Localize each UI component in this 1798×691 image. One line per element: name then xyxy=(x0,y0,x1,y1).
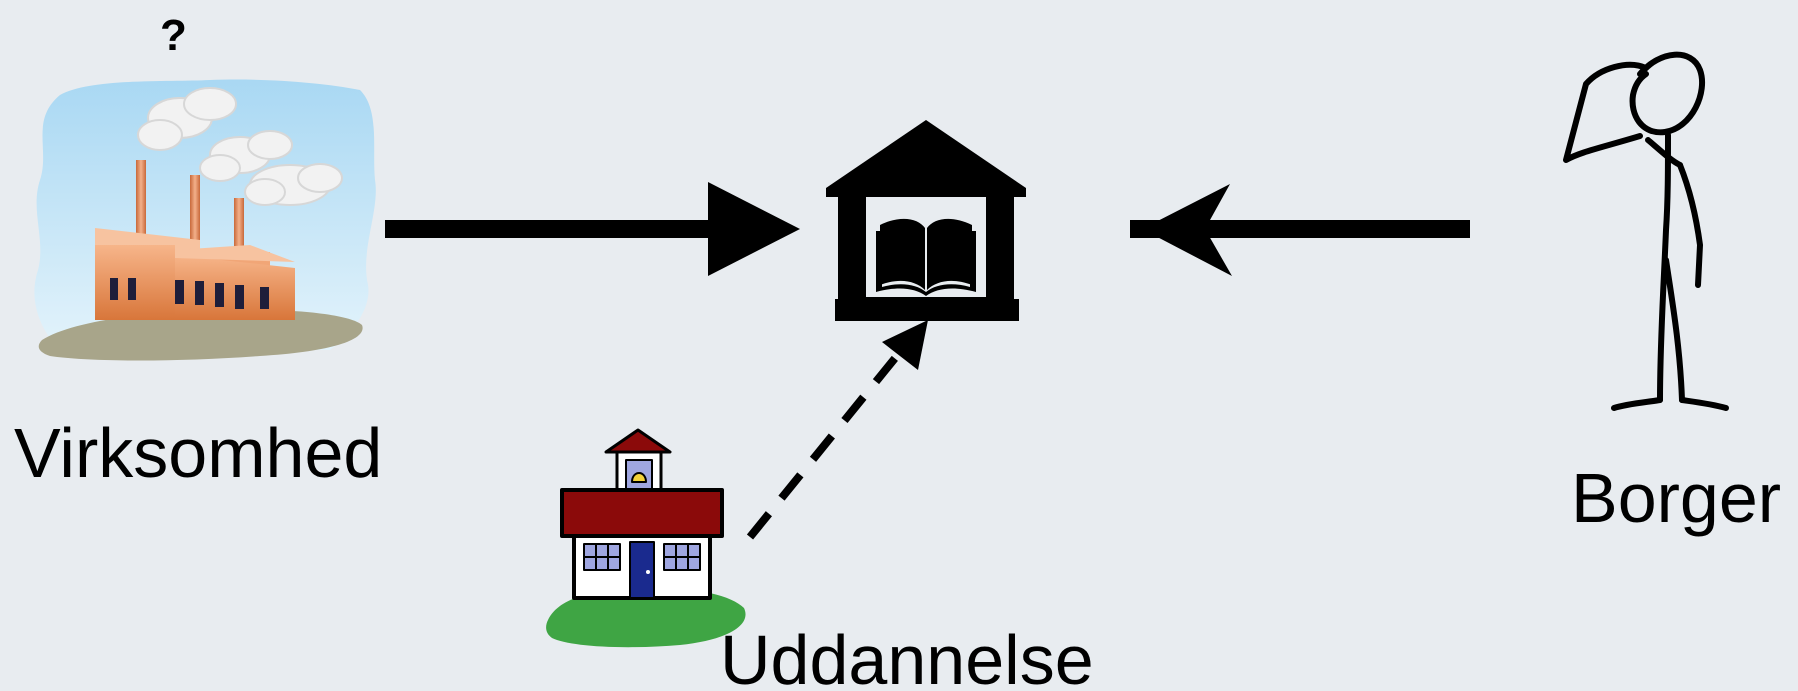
stick-figure-icon xyxy=(1563,51,1729,411)
schoolhouse-icon xyxy=(546,428,746,648)
arrow-virksomhed-to-library xyxy=(385,182,800,276)
arrow-uddannelse-to-library xyxy=(746,320,928,540)
library-icon xyxy=(826,120,1026,321)
virksomhed-question-mark: ? xyxy=(160,11,187,60)
virksomhed-label: Virksomhed xyxy=(14,414,383,492)
uddannelse-label: Uddannelse xyxy=(720,621,1094,691)
factory-icon xyxy=(34,79,376,361)
arrow-borger-to-library xyxy=(1130,184,1470,276)
borger-label: Borger xyxy=(1571,459,1782,537)
